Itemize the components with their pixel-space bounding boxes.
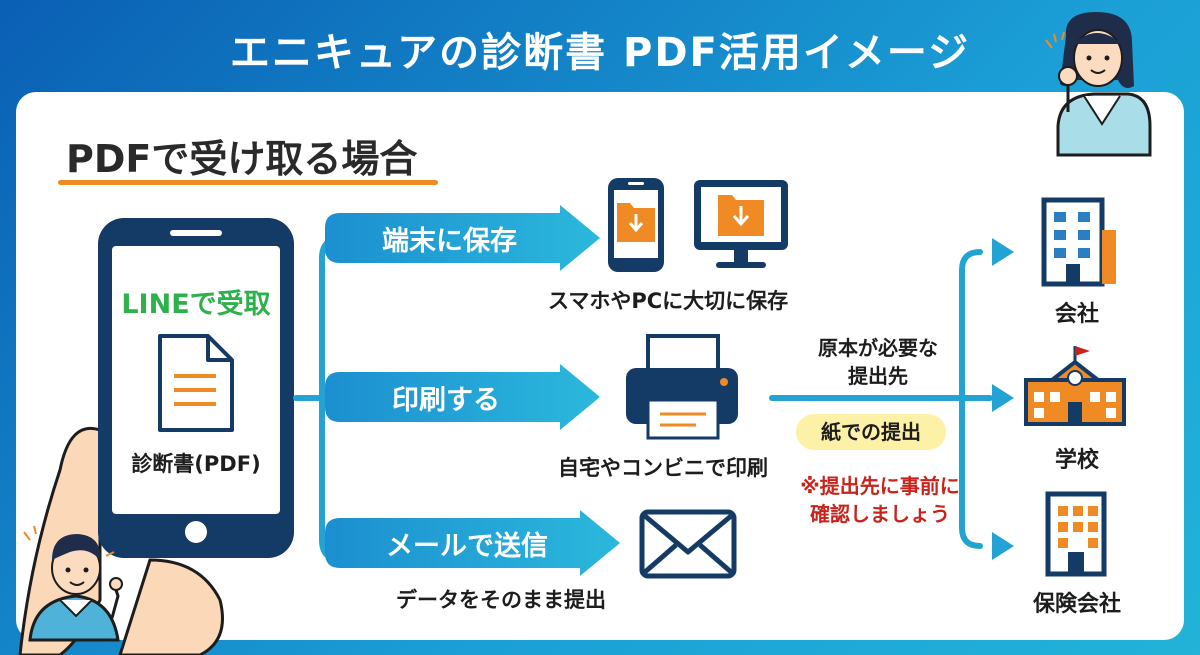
school-icon [1024,346,1126,426]
monitor-folder-icon [694,180,788,268]
envelope-icon [639,509,737,579]
original-required-note: 原本が必要な 提出先 [778,334,978,390]
hand-illustration [18,427,224,655]
document-label: 診断書(PDF) [131,452,261,476]
warning-line2: 確認しましょう [810,502,950,526]
branch-caption-print: 自宅やコンビニで印刷 [558,456,768,480]
woman-character-illustration [1045,12,1152,157]
branch-caption-email: データをそのまま提出 [396,588,606,612]
branch-label-print: 印刷する [392,385,500,416]
destination-connector [769,249,993,549]
line-receive-label: LINEで受取 [121,289,271,320]
branch-caption-save: スマホやPCに大切に保存 [548,289,789,313]
man-character-illustration [23,525,123,642]
destination-arrowheads [992,238,1014,560]
company-building-icon [1041,197,1116,287]
warning-note: ※提出先に事前に 確認しましょう [780,472,980,528]
original-required-line1: 原本が必要な [818,336,938,360]
warning-line1: ※提出先に事前に [800,474,960,498]
section-underline [58,180,438,185]
paper-submission-pill: 紙での提出 [796,414,946,450]
destination-school-label: 学校 [1054,448,1099,473]
arrow-save [325,205,600,271]
document-icon [158,334,234,432]
arrow-email [325,510,620,576]
branch-label-save: 端末に保存 [382,226,517,257]
insurance-building-icon [1045,491,1107,577]
section-title: PDFで受け取る場合 [66,137,418,181]
page-title: エニキュアの診断書 PDF活用イメージ [229,30,971,76]
smartphone-folder-icon [608,178,664,272]
original-required-line2: 提出先 [848,364,908,388]
branch-label-email: メールで送信 [386,531,548,562]
printer-icon [626,334,738,440]
destination-insurance-label: 保険会社 [1032,592,1121,617]
destination-company-label: 会社 [1054,302,1099,327]
arrow-print [325,364,600,430]
